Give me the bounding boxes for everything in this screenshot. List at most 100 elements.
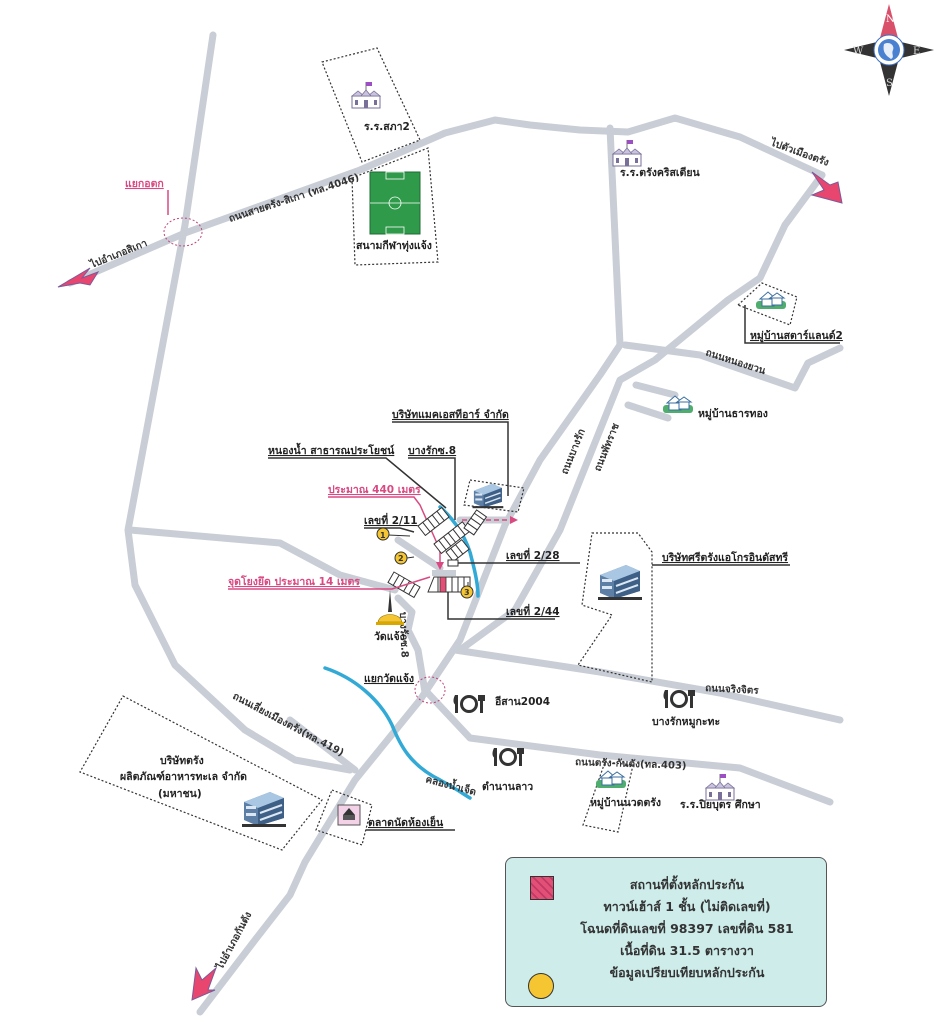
svg-text:E: E xyxy=(913,46,920,57)
road-trang-kantang xyxy=(421,686,834,806)
svg-text:แยกวัดแจ้ง: แยกวัดแจ้ง xyxy=(364,672,414,685)
svg-text:เลขที่ 2/11: เลขที่ 2/11 xyxy=(364,512,418,527)
building-icon xyxy=(471,483,504,509)
svg-text:หมู่บ้านธารทอง: หมู่บ้านธารทอง xyxy=(698,407,768,421)
road-jaring-jit xyxy=(451,646,844,724)
village-icon xyxy=(662,395,694,414)
svg-text:บางรักหมูกะทะ: บางรักหมูกะทะ xyxy=(652,716,720,729)
landmark-school-christian: ร.ร.ตรังคริสเตียน xyxy=(612,139,700,179)
road-spur-1 xyxy=(632,381,679,399)
restaurant-icon xyxy=(661,688,697,710)
landmark-school-sikao-2: ร.ร.สภา2 xyxy=(321,47,421,163)
plot-2-28: เลขที่ 2/28 xyxy=(447,547,580,567)
road-west-vertical xyxy=(124,31,354,774)
landmark-restaurant-mookata: บางรักหมูกะทะ xyxy=(652,688,720,729)
football-field-icon xyxy=(369,171,421,235)
village-icon xyxy=(755,291,787,310)
legend-collateral-deed: โฉนดที่ดินเลขที่ 98397 เลขที่ดิน 581 xyxy=(580,921,794,936)
landmark-school-piyabutr: ร.ร.ปิยบุตร ศึกษา xyxy=(680,773,761,812)
school-icon xyxy=(612,139,642,167)
restaurant-icon xyxy=(451,693,487,715)
comparable-marker-1[interactable]: 1 xyxy=(376,527,411,541)
road-spur-2 xyxy=(624,401,672,422)
road-label-bypass: ถนนเลี่ยงเมืองตรัง(ทล.419) xyxy=(231,688,347,759)
svg-text:S: S xyxy=(886,78,893,89)
road-label-jaring-jit: ถนนจริงจิตร xyxy=(705,682,760,697)
svg-text:ประมาณ 440 เมตร: ประมาณ 440 เมตร xyxy=(328,484,421,496)
label-bang-rak-soi-8: บางรักซ.8 xyxy=(408,445,456,520)
svg-text:บริษัทศรีตรังแอโกรอินดัสทรี: บริษัทศรีตรังแอโกรอินดัสทรี xyxy=(662,551,788,564)
legend-collateral-type: ทาวน์เฮ้าส์ 1 ชั้น (ไม่ติดเลขที่) xyxy=(603,899,771,914)
landmark-company-sri-trang: บริษัทศรีตรังแอโกรอินดัสทรี xyxy=(577,532,790,683)
road-nong-yuan xyxy=(621,341,844,392)
landmark-village-starland-2: หมู่บ้านสตาร์แลนด์2 xyxy=(736,282,843,344)
svg-text:W: W xyxy=(853,46,864,57)
legend-collateral-title: สถานที่ตั้งหลักประกัน xyxy=(629,877,745,892)
svg-text:จุดโยงยึด ประมาณ 14 เมตร: จุดโยงยึด ประมาณ 14 เมตร xyxy=(228,575,360,589)
comparable-marker-3[interactable]: 3 xyxy=(460,582,474,599)
svg-text:ผลิตภัณฑ์อาหารทะเล จำกัด: ผลิตภัณฑ์อาหารทะเล จำกัด xyxy=(120,770,247,783)
market-icon xyxy=(337,804,361,826)
road-label-trang-sikao: ถนนสายตรัง-สิเกา (ทล.4046) xyxy=(227,171,360,225)
canal-nam-jet-label: คลองน้ำเจ็ด xyxy=(424,771,478,798)
svg-text:หมู่บ้านนวดตรัง: หมู่บ้านนวดตรัง xyxy=(590,796,661,810)
landmark-restaurant-tamnan: ตำนานลาว xyxy=(482,746,533,793)
plot-2-44: เลขที่ 2/44 xyxy=(447,592,560,620)
distance-440m: ประมาณ 440 เมตร xyxy=(328,484,518,570)
compass-north-icon xyxy=(880,4,898,38)
village-icon xyxy=(595,770,627,789)
collateral-swatch-icon xyxy=(530,876,554,900)
svg-text:เลขที่ 2/28: เลขที่ 2/28 xyxy=(506,547,560,562)
road-west-connector xyxy=(126,526,399,594)
plot-2-11: เลขที่ 2/11 xyxy=(364,506,488,563)
svg-text:ร.ร.ตรังคริสเตียน: ร.ร.ตรังคริสเตียน xyxy=(620,166,700,179)
svg-text:อีสาน2004: อีสาน2004 xyxy=(494,695,550,708)
junction-wat-chaeng: แยกวัดแจ้ง xyxy=(364,672,446,704)
distance-14m: จุดโยงยึด ประมาณ 14 เมตร xyxy=(228,575,431,590)
svg-text:วัดแจ้ง: วัดแจ้ง xyxy=(374,630,405,643)
arrow-to-trang-city-icon xyxy=(810,171,843,204)
svg-text:ร.ร.ปิยบุตร ศึกษา: ร.ร.ปิยบุตร ศึกษา xyxy=(680,799,761,812)
comparable-circle-icon xyxy=(528,973,554,999)
landmark-village-nuad-trang: หมู่บ้านนวดตรัง xyxy=(582,761,661,833)
building-icon xyxy=(597,564,643,601)
svg-text:เลขที่ 2/44: เลขที่ 2/44 xyxy=(506,603,560,618)
legend: สถานที่ตั้งหลักประกัน ทาวน์เฮ้าส์ 1 ชั้น… xyxy=(505,857,827,1007)
svg-text:บางรักซ.8: บางรักซ.8 xyxy=(408,445,456,457)
landmark-company-mst: บริษัทแมคเอสทีอาร์ จำกัด xyxy=(392,408,525,513)
restaurant-icon xyxy=(490,746,526,768)
road-soi-plots xyxy=(394,536,444,572)
road-bypass xyxy=(286,716,359,774)
svg-text:ตลาดนัดห้องเย็น: ตลาดนัดห้องเย็น xyxy=(368,815,444,829)
arrow-to-sikao-icon xyxy=(57,267,100,288)
svg-text:สนามกีฬาทุ่งแจ้ง: สนามกีฬาทุ่งแจ้ง xyxy=(356,239,432,253)
landmark-village-tharathong: หมู่บ้านธารทอง xyxy=(662,395,768,421)
compass-rose: N S W E xyxy=(844,4,934,96)
landmark-wat-chaeng: วัดแจ้ง xyxy=(374,590,405,643)
canal-pond xyxy=(438,505,480,598)
collateral-townhouse-row xyxy=(427,570,471,593)
svg-text:(มหาชน): (มหาชน) xyxy=(158,788,202,800)
road-bang-rak-soi-8 xyxy=(394,594,429,696)
collateral-plot-marker xyxy=(439,576,447,593)
svg-text:แยกอตก: แยกอตก xyxy=(125,178,164,190)
building-icon xyxy=(241,791,287,828)
svg-text:หมู่บ้านสตาร์แลนด์2: หมู่บ้านสตาร์แลนด์2 xyxy=(750,329,843,343)
svg-text:บริษัทแมคเอสทีอาร์ จำกัด: บริษัทแมคเอสทีอาร์ จำกัด xyxy=(392,408,509,421)
landmark-stadium: สนามกีฬาทุ่งแจ้ง xyxy=(351,147,439,266)
canal-nam-jet xyxy=(323,666,472,800)
svg-text:1: 1 xyxy=(380,531,386,540)
svg-text:2: 2 xyxy=(398,554,404,563)
school-icon xyxy=(351,81,381,109)
road-bang-rak xyxy=(196,124,624,1016)
landmark-restaurant-isan: อีสาน2004 xyxy=(451,693,550,715)
svg-text:ตำนานลาว: ตำนานลาว xyxy=(482,781,533,793)
junction-ot: แยกอตก xyxy=(125,178,203,247)
landmark-market: ตลาดนัดห้องเย็น xyxy=(315,789,455,846)
landmark-company-seafood: บริษัทตรัง ผลิตภัณฑ์อาหารทะเล จำกัด (มหา… xyxy=(79,695,323,851)
svg-text:หนองน้ำ สาธารณประโยชน์: หนองน้ำ สาธารณประโยชน์ xyxy=(268,442,395,457)
road-ne-branch xyxy=(456,171,826,654)
comparable-marker-2[interactable]: 2 xyxy=(394,551,415,565)
legend-comparable-label: ข้อมูลเปรียบเทียบหลักประกัน xyxy=(609,965,765,980)
